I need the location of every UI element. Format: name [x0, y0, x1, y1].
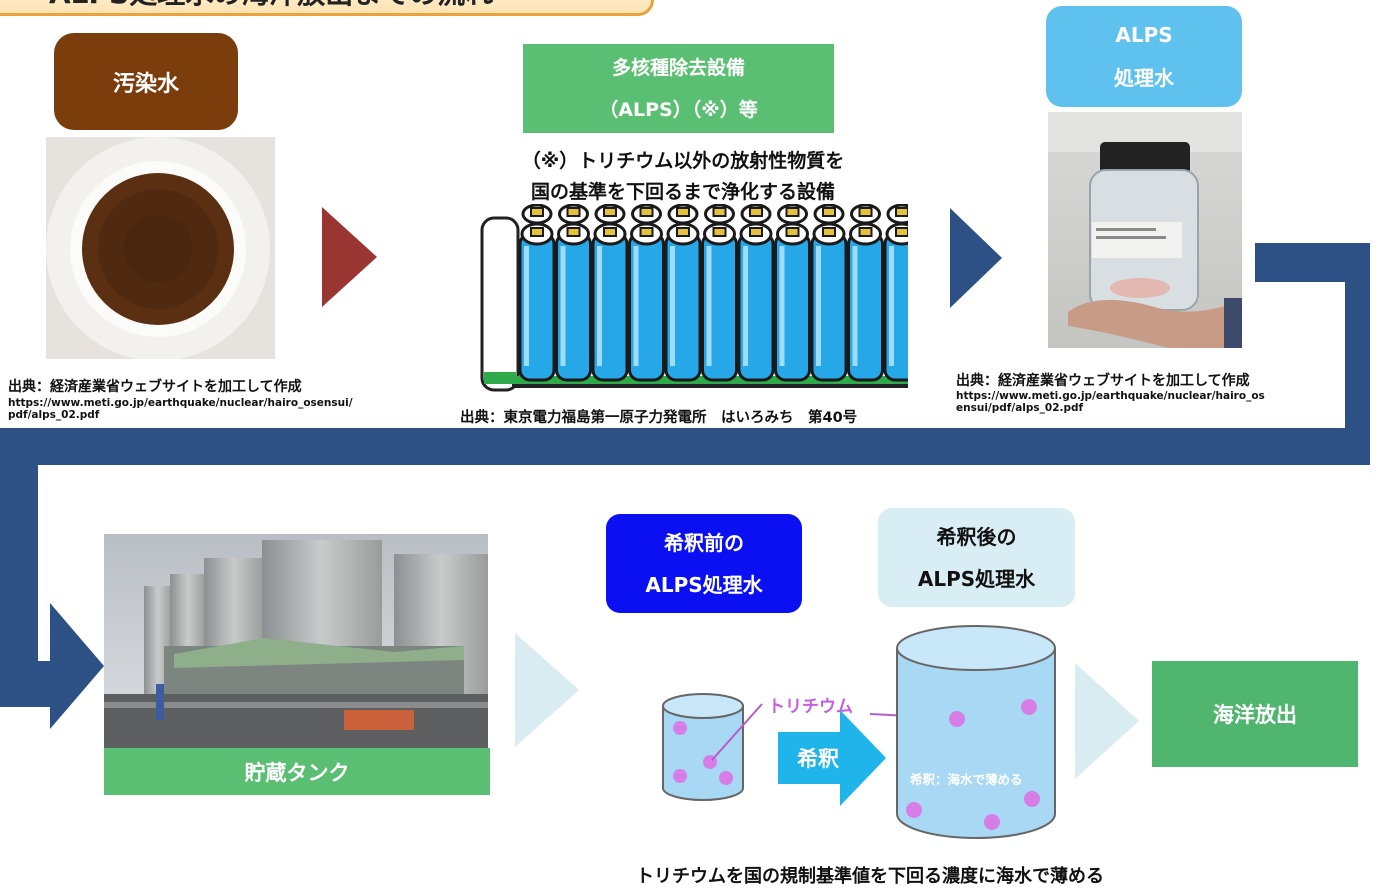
- alps-note: （※）トリチウム以外の放射性物質を 国の基準を下回るまで浄化する設備: [473, 146, 893, 208]
- dilution-footer: トリチウムを国の規制基準値を下回る濃度に海水で薄める: [636, 866, 1104, 887]
- large-cylinder-icon: [896, 625, 1056, 839]
- source-meti-2: 出典：経済産業省ウェブサイトを加工して作成: [956, 373, 1250, 389]
- small-cylinder-icon: [662, 693, 744, 801]
- source-meti-2-url-1: https://www.meti.go.jp/earthquake/nuclea…: [956, 390, 1265, 402]
- contaminated-water-label: 汚染水: [54, 33, 238, 130]
- ocean-release-text: 海洋放出: [1213, 703, 1297, 727]
- arrow-right-light-2-icon: [1075, 663, 1139, 779]
- source-meti-1: 出典：経済産業省ウェブサイトを加工して作成: [8, 379, 302, 395]
- ocean-release-label: 海洋放出: [1152, 661, 1358, 767]
- source-tepco: 出典：東京電力福島第一原子力発電所 はいろみち 第40号: [460, 410, 858, 426]
- alps-vessel-diagram-icon: [476, 204, 908, 400]
- arrow-right-red-icon: [322, 207, 377, 307]
- flow-connector-arrowhead-icon: [0, 603, 104, 729]
- dilute-arrow-label: 希釈: [797, 747, 839, 771]
- beaker-photo-icon: [46, 137, 275, 359]
- alps-facility-text-1: 多核種除去設備: [611, 56, 745, 79]
- before-dilution-text-2: ALPS処理水: [645, 572, 763, 597]
- dilute-arrow: 希釈: [778, 710, 886, 806]
- flow-connector-left-vertical: [0, 428, 38, 661]
- page-title: ALPS処理水の海洋放出までの流れ: [49, 0, 493, 12]
- before-dilution-label: 希釈前の ALPS処理水: [606, 514, 802, 613]
- alps-note-line-2: 国の基準を下回るまで浄化する設備: [530, 181, 835, 203]
- source-meti-1-url-1: https://www.meti.go.jp/earthquake/nuclea…: [8, 397, 353, 409]
- before-dilution-text-1: 希釈前の: [664, 530, 744, 555]
- title-banner: ALPS処理水の海洋放出までの流れ: [0, 0, 654, 16]
- dilution-caption: 希釈：海水で薄める: [910, 772, 1023, 787]
- storage-tank-text: 貯蔵タンク: [244, 760, 350, 785]
- after-dilution-label: 希釈後の ALPS処理水: [878, 508, 1075, 607]
- source-meti-1-url-2: pdf/alps_02.pdf: [8, 409, 100, 421]
- storage-tank-photo: [104, 534, 488, 748]
- storage-tank-photo-icon: [104, 534, 488, 748]
- alps-facility-label: 多核種除去設備 （ALPS）（※）等: [523, 44, 834, 133]
- alps-column-left: [480, 216, 520, 392]
- after-dilution-text-2: ALPS処理水: [917, 566, 1036, 591]
- alps-vessel: [883, 232, 908, 382]
- storage-tank-label: 貯蔵タンク: [104, 748, 490, 795]
- contaminated-water-text: 汚染水: [112, 71, 179, 97]
- arrow-right-light-icon: [515, 633, 579, 747]
- jar-photo: [1048, 112, 1242, 348]
- treated-water-text-2: 処理水: [1114, 65, 1174, 90]
- tritium-label: トリチウム: [768, 697, 853, 717]
- treated-water-text-1: ALPS: [1115, 22, 1173, 47]
- beaker-photo: [46, 137, 275, 359]
- source-meti-2-url-2: ensui/pdf/alps_02.pdf: [956, 402, 1084, 414]
- arrow-right-blue-icon: [950, 208, 1002, 308]
- alps-facility-text-2: （ALPS）（※）等: [599, 98, 758, 121]
- flow-connector-horizontal: [0, 428, 1370, 465]
- alps-note-line-1: （※）トリチウム以外の放射性物質を: [521, 150, 845, 172]
- after-dilution-text-1: 希釈後の: [936, 524, 1017, 549]
- treated-water-label: ALPS 処理水: [1046, 6, 1242, 107]
- jar-photo-icon: [1048, 112, 1242, 348]
- dilute-arrow-icon: [778, 710, 886, 806]
